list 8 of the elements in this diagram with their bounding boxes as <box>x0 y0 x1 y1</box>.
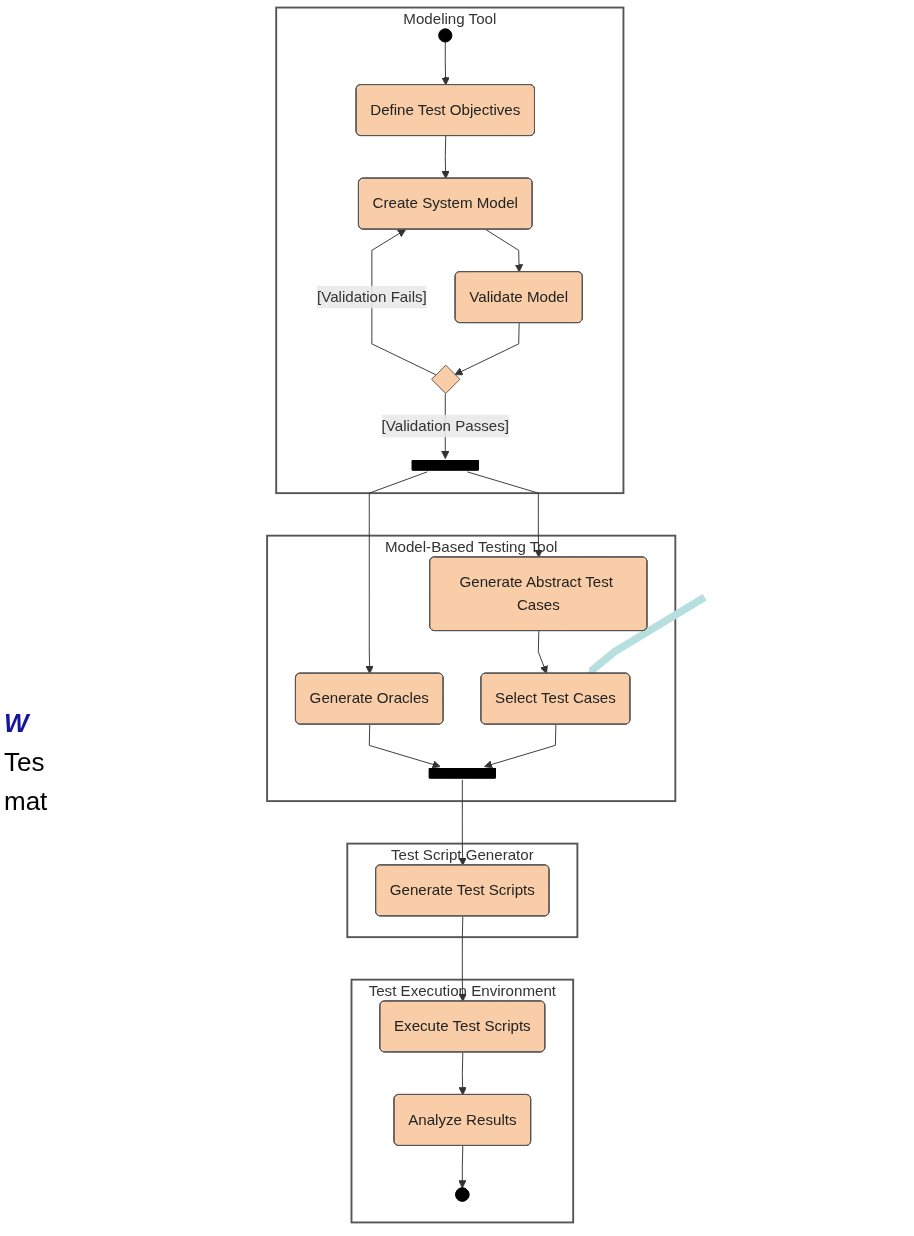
edge-label: [Validation Passes] <box>381 417 509 434</box>
note-text: W <box>4 708 31 739</box>
note-text: Tes <box>4 747 46 778</box>
node-circle <box>438 28 453 43</box>
note-text: mat <box>4 786 49 817</box>
node-diamond <box>431 364 461 394</box>
arrow <box>587 593 707 675</box>
edge-label: [Validation Fails] <box>316 288 427 305</box>
